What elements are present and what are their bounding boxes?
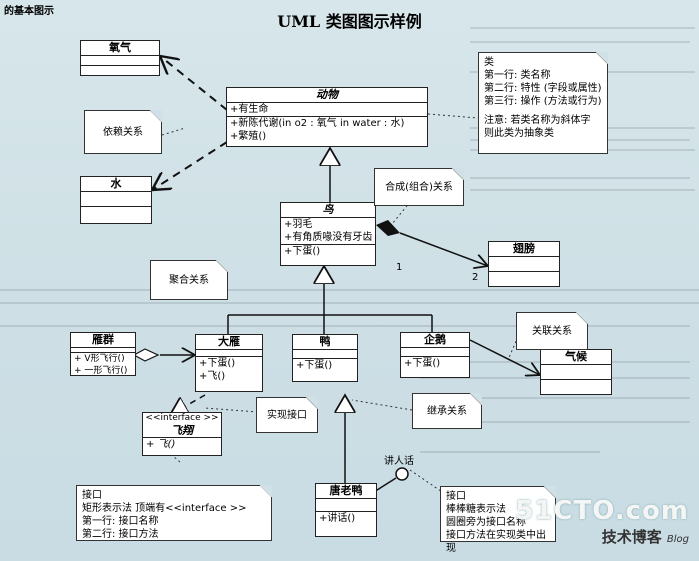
note-association: 关联关系	[516, 312, 588, 350]
composition-diamond	[376, 220, 400, 236]
class-name-abstract: 动物	[227, 88, 427, 103]
class-name: 氧气	[81, 41, 159, 56]
inheritance-tree	[227, 266, 433, 340]
class-name: 翅膀	[489, 242, 559, 257]
operations: +下蛋()	[404, 358, 441, 369]
watermark: 51CTO.com 技术博客 Blog	[515, 496, 689, 547]
note-aggregation: 聚合关系	[150, 260, 228, 300]
note-interface-rect: 接口 矩形表示法 顶端有<<interface >> 第一行: 接口名称 第二行…	[76, 485, 272, 541]
attributes: +有生命	[227, 103, 427, 117]
note-composition: 合成(组合)关系	[374, 168, 464, 206]
class-wing[interactable]: 翅膀	[488, 241, 560, 287]
note-inheritance: 继承关系	[412, 393, 482, 429]
class-name: 气候	[541, 350, 611, 365]
watermark-site: 51CTO.com	[515, 496, 689, 526]
class-penguin[interactable]: 企鹅 +下蛋()	[400, 332, 470, 378]
note-speak: 讲人话	[384, 456, 414, 467]
class-tang[interactable]: 唐老鸭 +讲话()	[315, 483, 377, 537]
class-name: 水	[81, 177, 151, 192]
watermark-blog-cn: 技术博客	[601, 528, 662, 546]
class-name-abstract: 鸟	[281, 203, 375, 218]
note-class-legend: 类 第一行: 类名称 第二行: 特性 (字段或属性) 第三行: 操作 (方法或行…	[478, 52, 608, 154]
class-oxygen[interactable]: 氧气	[80, 40, 160, 76]
class-flock[interactable]: 雁群 + V形飞行() + 一形飞行()	[70, 332, 136, 376]
class-animal[interactable]: 动物 +有生命 +新陈代谢(in o2 : 氧气 in water : 水) +…	[226, 87, 428, 147]
class-bird[interactable]: 鸟 +羽毛 +有角质喙没有牙齿 +下蛋()	[280, 202, 376, 266]
note-interface-lollipop: 接口 棒棒糖表示法 圆圈旁为接口名称 接口方法在实现类中出现	[440, 486, 556, 554]
operations: +下蛋() +飞()	[199, 358, 236, 382]
diagram-title: UML 类图图示样例	[277, 12, 422, 31]
class-goose[interactable]: 大雁 +下蛋() +飞()	[195, 334, 263, 392]
operations: +下蛋()	[284, 246, 321, 257]
association-line	[469, 339, 540, 375]
composition-line-wing	[399, 232, 488, 266]
multiplicity-one: 1	[396, 262, 403, 273]
lollipop-circle	[395, 467, 409, 481]
attributes: +羽毛 +有角质喙没有牙齿	[281, 218, 375, 245]
operations: +讲话()	[319, 513, 356, 524]
class-name: 唐老鸭	[316, 484, 376, 499]
realization-line	[170, 394, 206, 415]
operations: +下蛋()	[296, 360, 333, 371]
dependency-line-oxygen	[160, 56, 228, 111]
class-duck[interactable]: 鸭 +下蛋()	[292, 334, 358, 382]
interface-name: 飞翔	[143, 424, 221, 438]
class-name: 鸭	[293, 335, 357, 350]
class-name: 企鹅	[401, 333, 469, 348]
interface-stereotype: <<interface >>	[145, 413, 219, 423]
watermark-blog-en: Blog	[666, 534, 689, 545]
operations: + V形飞行() + 一形飞行()	[74, 354, 128, 376]
aggregation-diamond	[132, 348, 160, 362]
note-realization: 实现接口	[256, 397, 318, 433]
class-water[interactable]: 水	[80, 176, 152, 224]
multiplicity-two: 2	[472, 272, 479, 283]
class-name: 大雁	[196, 335, 262, 350]
dependency-line-water	[152, 141, 228, 190]
interface-fly[interactable]: <<interface >> 飞翔 + 飞()	[142, 412, 222, 456]
class-name: 雁群	[71, 333, 135, 348]
class-climate[interactable]: 气候	[540, 349, 612, 395]
operations: + 飞()	[146, 439, 176, 450]
corner-text: 的基本图示	[4, 6, 54, 17]
note-dependency: 依赖关系	[84, 110, 162, 154]
operations: +新陈代谢(in o2 : 氧气 in water : 水) +繁殖()	[230, 118, 405, 142]
lollipop-stem	[373, 477, 397, 493]
